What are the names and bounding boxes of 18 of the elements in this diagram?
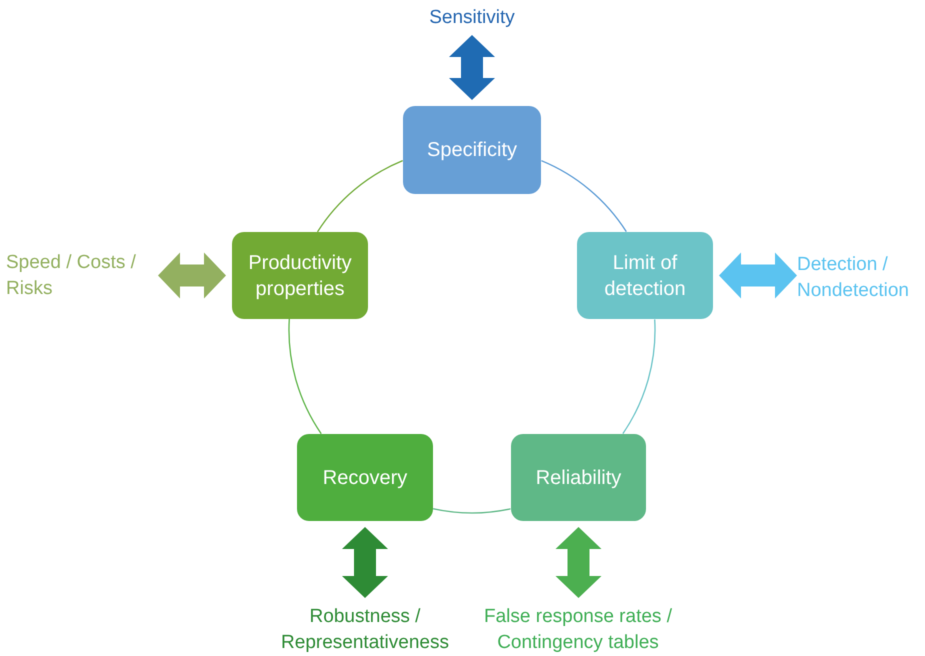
rounded-box: Limit of detection	[577, 232, 713, 319]
rounded-box: Productivity properties	[232, 232, 368, 319]
double-arrow	[158, 252, 226, 298]
circle-arc	[288, 319, 322, 434]
double-arrow	[719, 252, 797, 298]
circle-arc	[622, 319, 656, 434]
outcome-label: Sensitivity	[392, 5, 552, 33]
double-arrow	[449, 35, 495, 100]
rounded-box: Recovery	[297, 434, 433, 521]
double-arrow	[342, 527, 388, 598]
outcome-label: Detection / Nondetection	[797, 252, 923, 304]
double-arrow	[556, 527, 602, 598]
circle-arc	[433, 508, 511, 514]
circle-arc	[541, 160, 627, 232]
outcome-label: Speed / Costs / Risks	[6, 250, 158, 302]
rounded-box: Reliability	[511, 434, 646, 521]
circle-arc	[316, 160, 403, 232]
rounded-box: Specificity	[403, 106, 541, 194]
